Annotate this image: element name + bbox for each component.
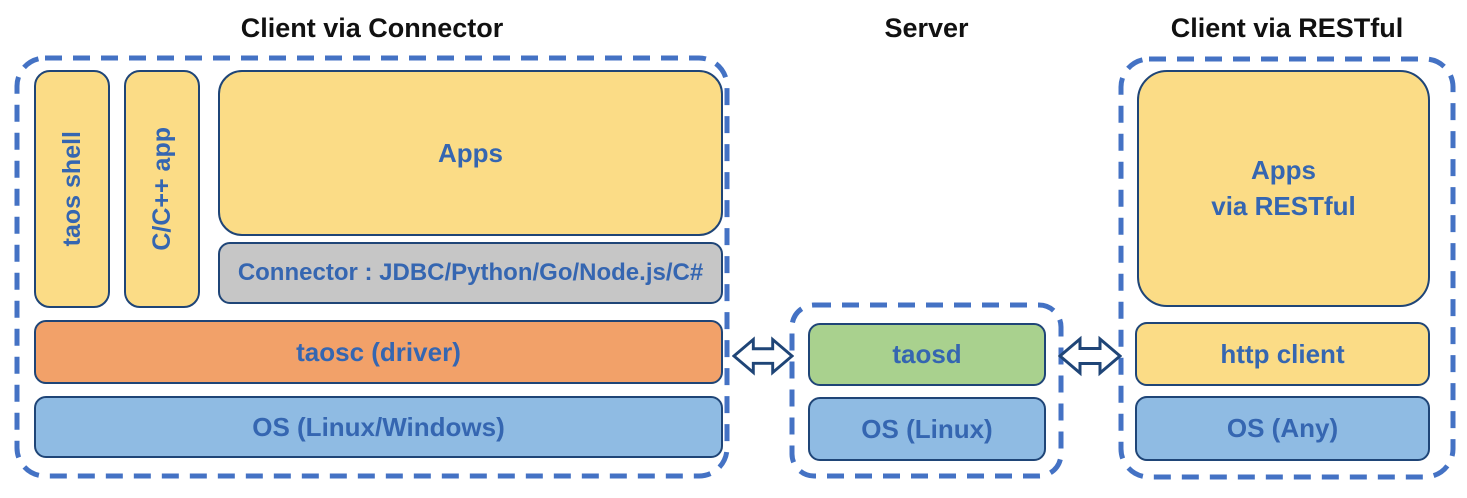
node-os-linux-windows-label: OS (Linux/Windows) — [252, 411, 505, 442]
node-os-linux-windows: OS (Linux/Windows) — [34, 396, 723, 458]
left-right-arrow-icon — [731, 334, 795, 378]
node-cpp-app-label: C/C++ app — [147, 127, 176, 251]
title-server: Server — [884, 13, 969, 43]
node-apps-via-restful: Apps via RESTful — [1137, 70, 1430, 307]
title-client-via-connector: Client via Connector — [240, 13, 504, 43]
left-right-arrow-icon — [1057, 334, 1123, 378]
node-os-any-label: OS (Any) — [1226, 413, 1339, 443]
node-os-linux: OS (Linux) — [808, 397, 1046, 461]
node-connector: Connector : JDBC/Python/Go/Node.js/C# — [218, 242, 723, 304]
node-cpp-app: C/C++ app — [124, 70, 200, 308]
node-http-client: http client — [1135, 322, 1430, 386]
group-server — [789, 302, 1064, 479]
node-apps-label: Apps — [438, 137, 503, 168]
node-taosd: taosd — [808, 323, 1046, 386]
node-taosd-label: taosd — [892, 339, 962, 369]
node-apps-via-restful-label: Apps via RESTful — [1211, 153, 1355, 223]
node-apps: Apps — [218, 70, 723, 236]
node-apps-via-restful-line1: Apps — [1250, 155, 1316, 186]
node-taosc-driver-label: taosc (driver) — [296, 336, 461, 367]
node-os-linux-label: OS (Linux) — [861, 413, 993, 444]
dashed-border — [14, 55, 730, 479]
group-client-via-connector — [14, 55, 730, 479]
title-client-via-restful: Client via RESTful — [1170, 13, 1404, 43]
node-apps-via-restful-line2: via RESTful — [1211, 190, 1356, 221]
node-http-client-label: http client — [1220, 338, 1345, 369]
dashed-border — [789, 302, 1064, 479]
node-taosc-driver: taosc (driver) — [34, 320, 723, 384]
node-connector-label: Connector : JDBC/Python/Go/Node.js/C# — [237, 259, 704, 286]
node-os-any: OS (Any) — [1135, 396, 1430, 461]
node-taos-shell: taos shell — [34, 70, 110, 308]
node-taos-shell-label: taos shell — [57, 131, 86, 247]
